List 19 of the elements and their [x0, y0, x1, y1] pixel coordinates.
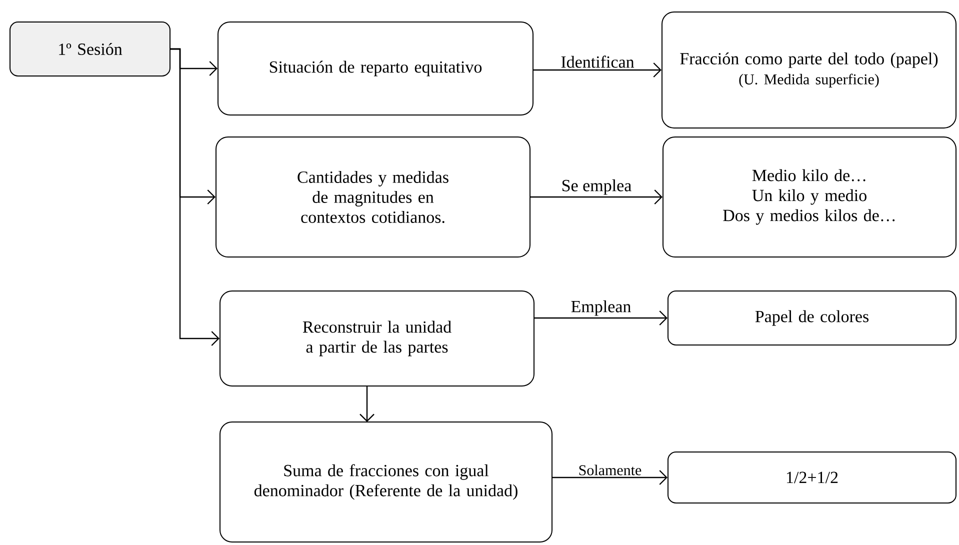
edge-label: Solamente	[577, 464, 643, 476]
arrow	[534, 62, 662, 78]
arrow	[360, 386, 374, 422]
concept-box: Cantidades y medidas de magnitudes en contextos cotidianos.	[216, 136, 530, 258]
arrow	[534, 310, 668, 326]
arrow	[530, 190, 662, 204]
session-box: 1º Sesión	[10, 22, 170, 76]
concept-box: Situación de reparto equitativo	[218, 22, 534, 116]
concept-box: Fracción como parte del todo (papel) (U. Medida superficie)	[662, 12, 956, 128]
edge-label: Emplean	[570, 299, 632, 317]
arrow	[170, 48, 220, 346]
concept-box: Papel de colores	[668, 290, 956, 346]
concept-box: Suma de fracciones con igual denominador (Referente de la unidad)	[220, 422, 552, 542]
concept-box: Medio kilo de… Un kilo y medio Dos y medios kilos de…	[662, 136, 956, 258]
edge-label: Identifican	[560, 54, 636, 69]
concept-box: 1/2+1/2	[668, 452, 956, 504]
edge-label: Se emplea	[560, 178, 633, 196]
arrow	[552, 470, 668, 485]
concept-box: Reconstruir la unidad a partir de las partes	[220, 290, 534, 386]
